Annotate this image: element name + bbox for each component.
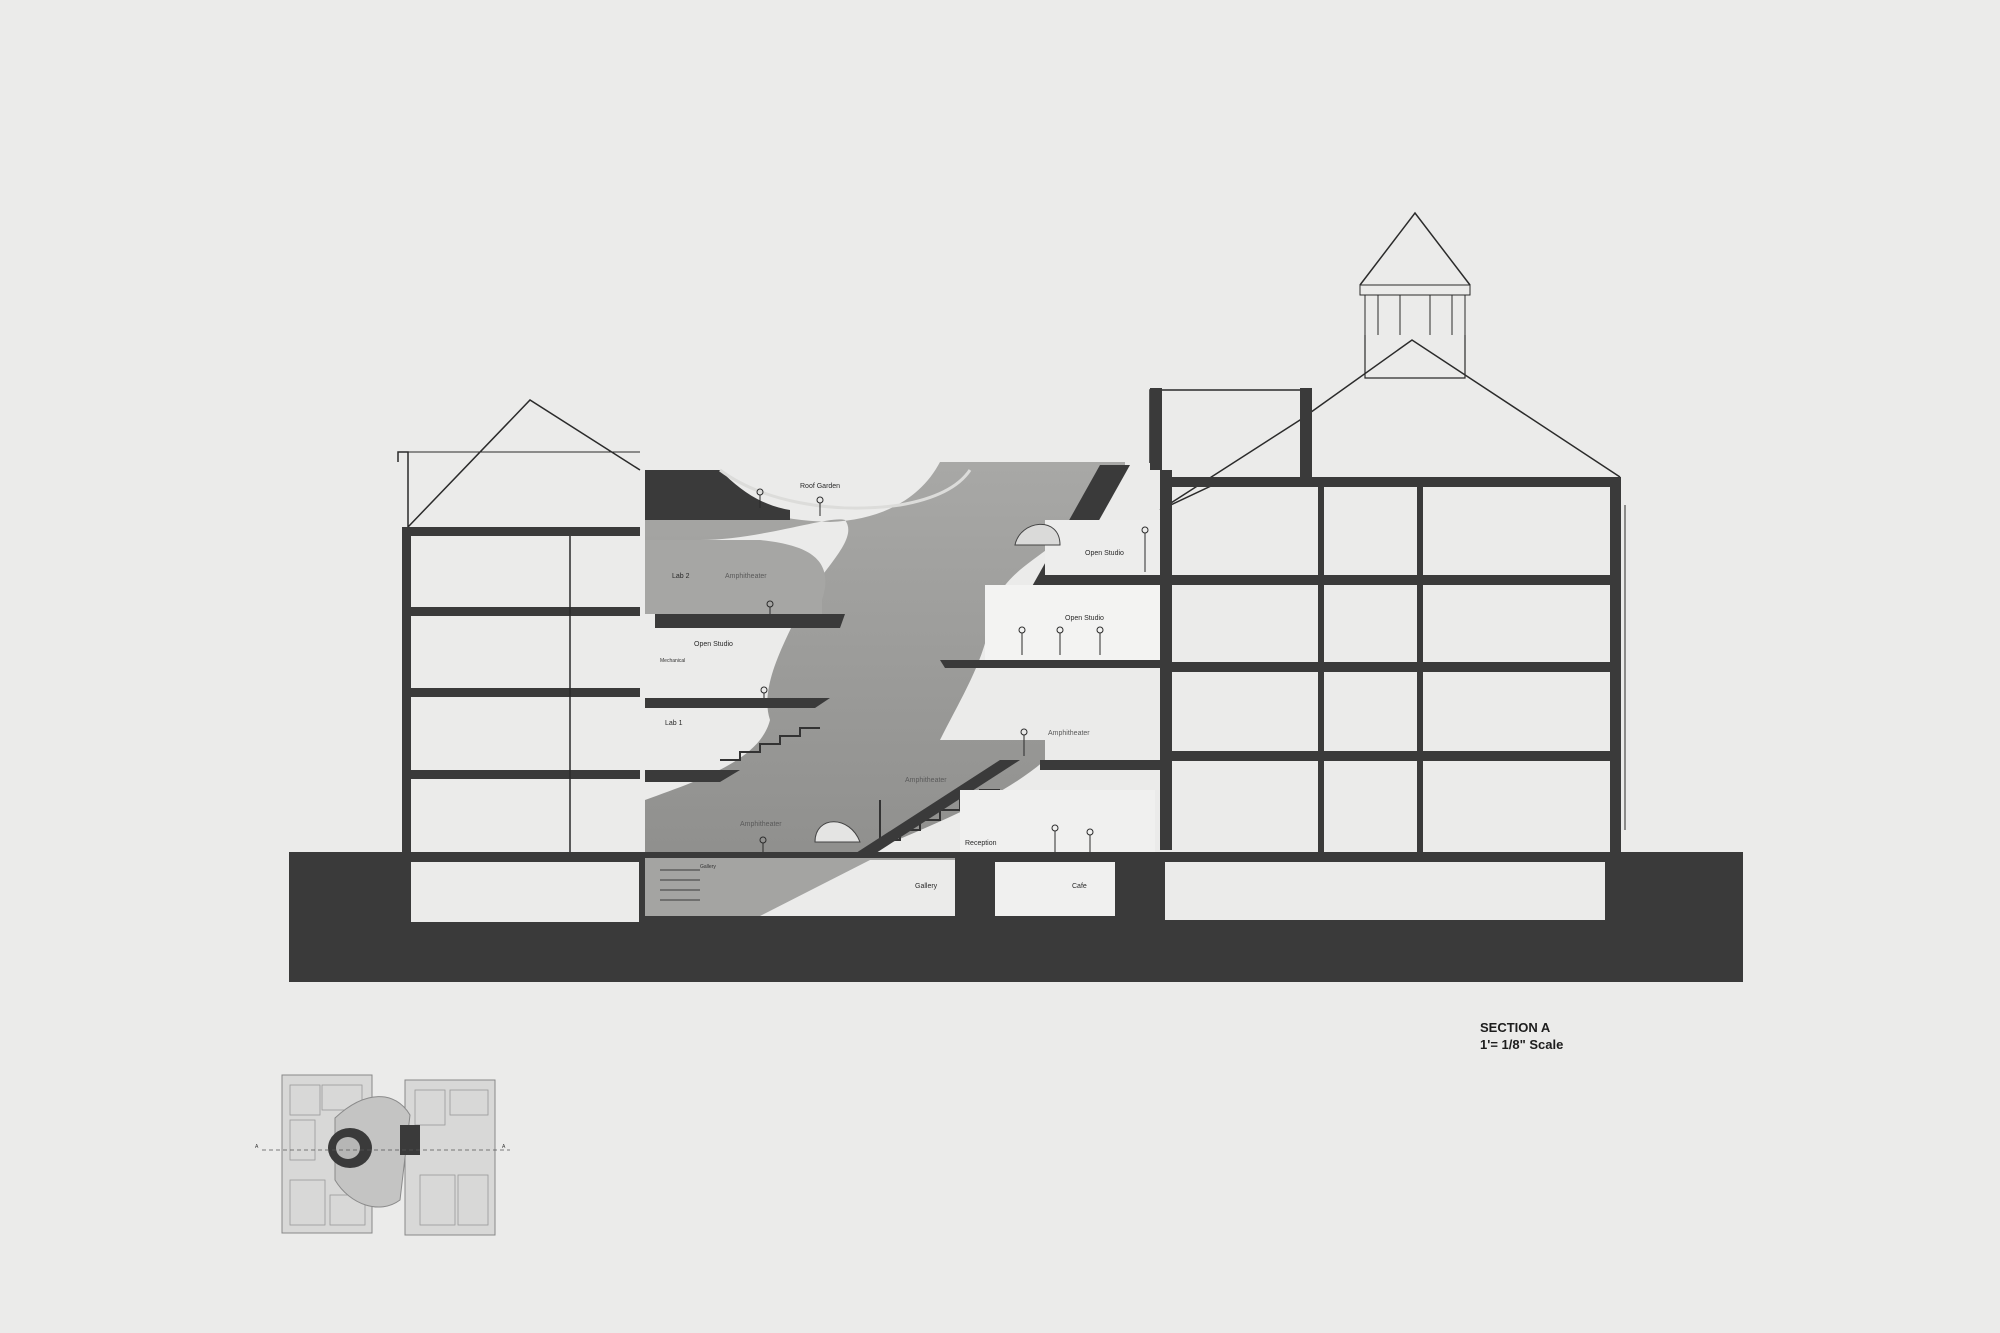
label-amphitheater-top: Amphitheater bbox=[725, 573, 767, 580]
label-roof-garden: Roof Garden bbox=[800, 483, 840, 490]
left-roof-outline bbox=[397, 399, 641, 529]
parapet-right bbox=[1300, 388, 1312, 478]
label-gallery: Gallery bbox=[915, 883, 938, 890]
label-lab2: Lab 2 bbox=[672, 573, 690, 580]
lab2-floor bbox=[655, 614, 845, 628]
section-title-block: SECTION A 1'= 1/8" Scale bbox=[1480, 1019, 1563, 1053]
key-plan-marker-left: A bbox=[255, 1144, 259, 1150]
left-slab-roof bbox=[402, 527, 640, 536]
tower-base bbox=[1364, 335, 1466, 379]
right-column-2 bbox=[1417, 487, 1423, 852]
key-plan-marker-right: A bbox=[502, 1144, 506, 1150]
central-void bbox=[645, 462, 1160, 915]
label-reception: Reception bbox=[965, 840, 997, 847]
arch-opening bbox=[814, 821, 861, 843]
gallery-space bbox=[760, 860, 955, 916]
tower-roof bbox=[1359, 211, 1471, 286]
basement-right bbox=[1165, 862, 1605, 920]
label-open-studio-left: Open Studio bbox=[694, 641, 733, 648]
open-studio-left-floor bbox=[645, 698, 830, 708]
open-studio-right-floor bbox=[940, 660, 1160, 668]
basement-left bbox=[411, 862, 639, 922]
section-scale: 1'= 1/8" Scale bbox=[1480, 1037, 1564, 1052]
label-amphitheater-low: Amphitheater bbox=[740, 821, 782, 828]
key-plan-rooms bbox=[289, 1084, 489, 1226]
tower-cornice bbox=[1359, 284, 1471, 296]
section-title: SECTION A bbox=[1480, 1020, 1551, 1035]
label-lab1: Lab 1 bbox=[665, 720, 683, 727]
ground-foundation bbox=[289, 852, 1743, 982]
left-slab-2 bbox=[402, 688, 640, 697]
open-studio-right-space bbox=[985, 585, 1160, 660]
lab2-space bbox=[645, 540, 826, 614]
label-open-studio-right: Open Studio bbox=[1065, 615, 1104, 622]
open-studio-upper-space bbox=[1045, 520, 1160, 575]
left-building bbox=[397, 399, 641, 852]
right-slab-roof bbox=[1165, 477, 1620, 487]
roof-garden-edge-left bbox=[645, 470, 790, 520]
right-slab-1 bbox=[1165, 751, 1620, 761]
label-gallery-low: Gallery bbox=[700, 864, 716, 870]
label-amphitheater-right: Amphitheater bbox=[1048, 730, 1090, 737]
open-studio-upper-floor bbox=[1045, 575, 1160, 585]
left-slab-3 bbox=[402, 607, 640, 616]
right-slab-3 bbox=[1165, 575, 1620, 585]
concrete-shell bbox=[645, 462, 1125, 915]
right-interior-wall bbox=[1160, 470, 1172, 850]
right-column-1 bbox=[1318, 487, 1324, 852]
space-labels: Roof Garden Lab 2 Amphitheater Open Stud… bbox=[660, 483, 1124, 890]
left-slab-1 bbox=[402, 770, 640, 779]
gallery-stair bbox=[660, 869, 700, 901]
key-plan: A A bbox=[255, 1074, 510, 1236]
reception-space bbox=[960, 790, 1155, 858]
label-cafe: Cafe bbox=[1072, 883, 1087, 890]
arch-opening-upper bbox=[1014, 523, 1061, 546]
label-open-studio-upper: Open Studio bbox=[1085, 550, 1124, 557]
amphitheater-right-floor bbox=[1040, 760, 1160, 770]
lab1-floor bbox=[645, 770, 740, 782]
parapet-left bbox=[1150, 388, 1162, 470]
label-mechanical: Mechanical bbox=[660, 658, 685, 664]
cafe-space bbox=[995, 862, 1115, 916]
right-building bbox=[1149, 211, 1626, 852]
left-stair bbox=[720, 727, 820, 761]
tower-columns bbox=[1364, 295, 1466, 335]
right-slab-2 bbox=[1165, 662, 1620, 672]
key-plan-amphitheater-core bbox=[336, 1137, 360, 1159]
key-plan-core bbox=[400, 1125, 420, 1155]
label-amphitheater-mid: Amphitheater bbox=[905, 777, 947, 784]
key-plan-void bbox=[334, 1096, 411, 1208]
